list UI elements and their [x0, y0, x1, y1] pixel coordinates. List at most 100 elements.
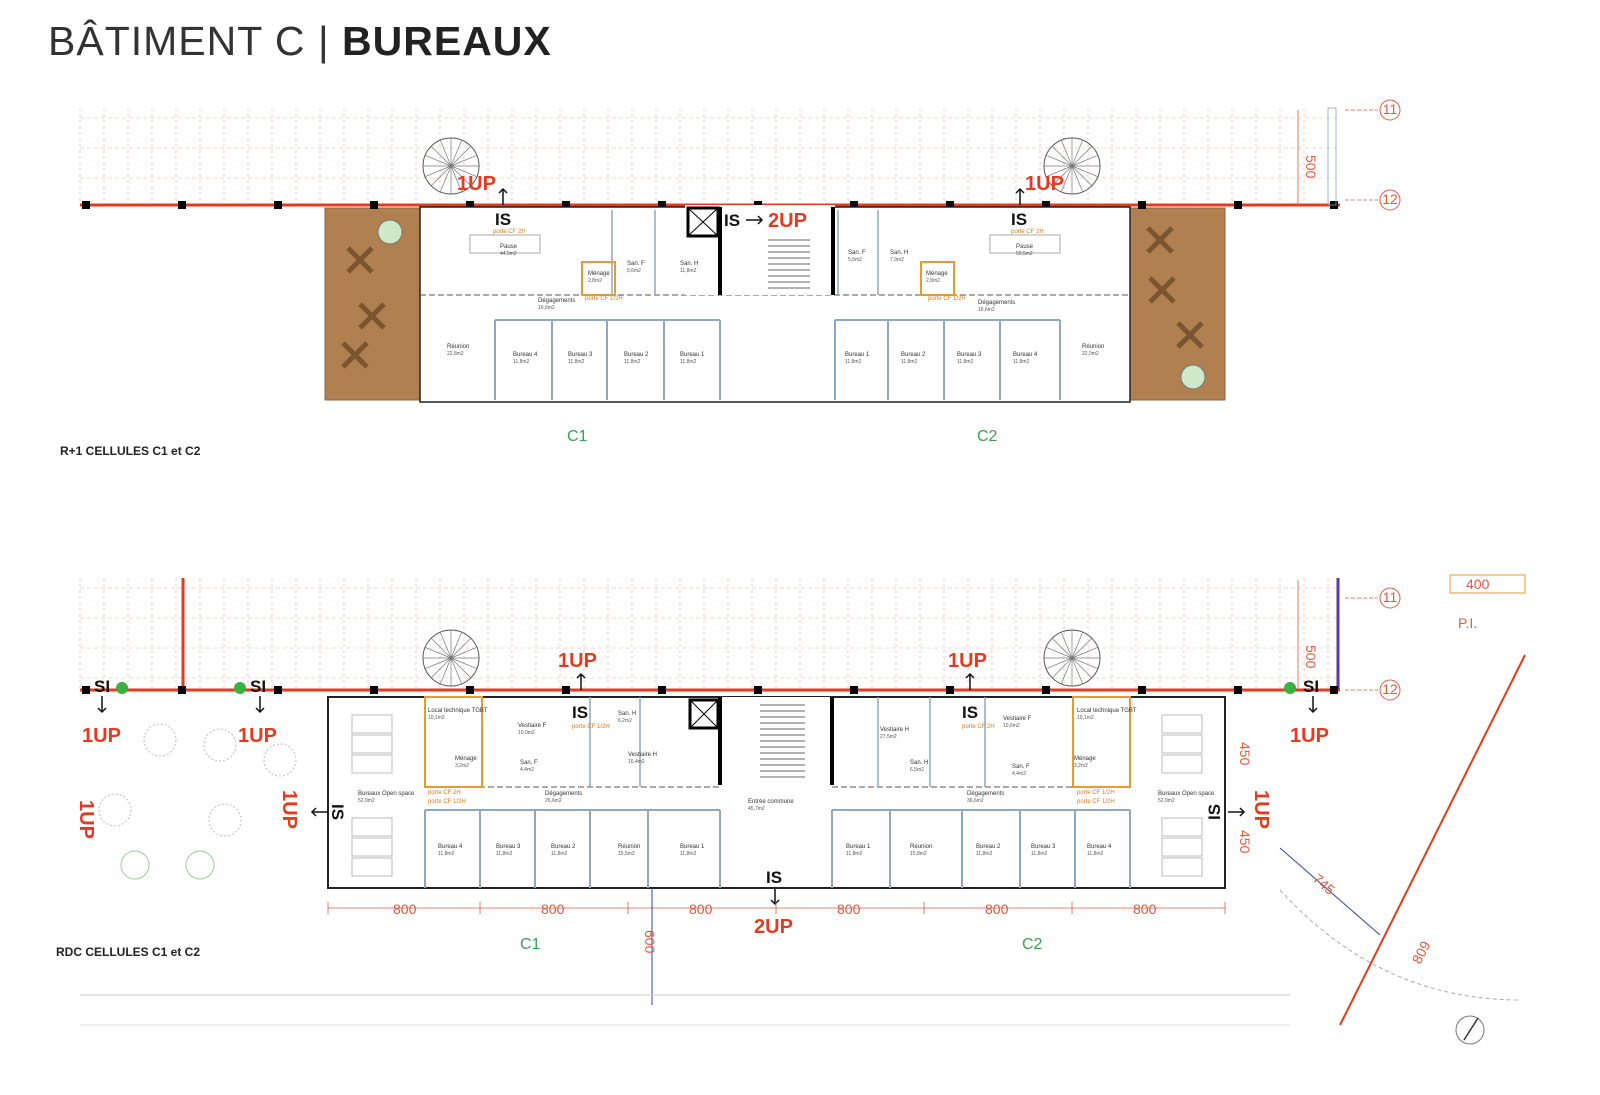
- marker-1up: 1UP: [1025, 173, 1064, 195]
- span-dimension: 800: [1133, 901, 1157, 917]
- room-label-area: 5,6m2: [627, 268, 641, 274]
- stair-tread: [1051, 165, 1073, 187]
- room-label-area: 16,4m2: [628, 759, 645, 765]
- stair-tread: [1045, 657, 1073, 670]
- blue-dimension-line: [1279, 847, 1381, 936]
- marker-1up: 1UP: [1290, 725, 1329, 747]
- room-label-name: Vestiaire H: [880, 727, 909, 733]
- planter-icon: [377, 219, 403, 245]
- column: [1330, 686, 1338, 694]
- terrace-furniture: [1176, 321, 1204, 349]
- room-label: Bureau 411,8m2: [438, 844, 463, 857]
- room-label-name: San. F: [520, 760, 538, 766]
- stair-tread: [1071, 165, 1084, 193]
- room-label-name: Vestiaire H: [628, 752, 657, 758]
- column: [946, 201, 954, 209]
- desk-icon: [1161, 734, 1203, 754]
- tree-icon: [98, 793, 132, 827]
- marker-1up: 1UP: [82, 725, 121, 747]
- room-label-area: 6,5m2: [910, 767, 924, 773]
- exit-arrow-head: [255, 707, 265, 714]
- stair-tread: [1060, 165, 1073, 193]
- room-label-name: Bureaux Open space: [1158, 791, 1215, 797]
- marker-1up: 1UP: [278, 790, 300, 829]
- stair-tread: [424, 165, 452, 178]
- room-label-name: Bureau 4: [513, 352, 538, 358]
- room-label-area: 3,2m2: [1074, 763, 1088, 769]
- stair-tread: [450, 657, 472, 679]
- side-dimension: 450: [1237, 742, 1253, 766]
- door-label: porte CF 2H: [493, 229, 526, 235]
- stair-tread: [439, 631, 452, 659]
- room-label-name: Ménage: [1074, 756, 1096, 762]
- core: [720, 697, 832, 787]
- marker-1up: 1UP: [948, 650, 987, 672]
- stair-tread: [1071, 631, 1084, 659]
- marker-1up: 1UP: [558, 650, 597, 672]
- exit-arrow-head: [97, 707, 107, 714]
- room-label-name: Bureau 4: [1087, 844, 1112, 850]
- cleaning-room-outline: [581, 261, 616, 296]
- room-label: Bureau 211,8m2: [976, 844, 1001, 857]
- room-label-name: Dégagements: [978, 300, 1015, 306]
- stair-tread: [1071, 646, 1099, 659]
- desk-icon: [1161, 857, 1203, 877]
- desk-icon: [1161, 837, 1203, 857]
- stair-tread: [439, 139, 452, 167]
- door-label: porte CF 1/2H: [585, 296, 623, 302]
- title-separator: |: [317, 18, 330, 64]
- column: [850, 201, 858, 209]
- stair-tread: [1051, 637, 1073, 659]
- room-label-area: 11,8m2: [680, 359, 697, 365]
- room-label-area: 2,8m2: [588, 278, 602, 284]
- column: [754, 686, 762, 694]
- room-label-name: Ménage: [588, 271, 610, 277]
- desk-icon: [351, 817, 393, 837]
- room-label-name: Dégagements: [545, 791, 582, 797]
- column: [274, 686, 282, 694]
- terrace-furniture: [346, 246, 374, 274]
- room-label-area: 10,0m2: [518, 730, 535, 736]
- room-label: San. H6,5m2: [910, 760, 928, 773]
- pi-box: [1449, 574, 1526, 594]
- room-label-name: San. H: [618, 711, 636, 717]
- room-label: Bureau 311,8m2: [496, 844, 521, 857]
- exit-arrow-head: [965, 672, 975, 679]
- dimension-500: 500: [1303, 155, 1319, 179]
- marker-1up: 1UP: [238, 725, 277, 747]
- room-label-name: Bureau 2: [624, 352, 649, 358]
- room-label-area: 52,0m2: [358, 798, 375, 804]
- room-label: San. F4,4m2: [520, 760, 538, 773]
- column: [82, 201, 90, 209]
- room-label-name: Local technique TGBT: [1077, 708, 1137, 714]
- terrace-furniture: [1146, 226, 1174, 254]
- spiral-stair-right: [1043, 137, 1101, 195]
- edge-strip: [1327, 107, 1337, 206]
- room-label-area: 6,2m2: [618, 718, 632, 724]
- room-label-name: Réunion: [447, 344, 469, 350]
- fire-hydrant-icon: [234, 682, 246, 694]
- room-label-area: 22,8m2: [447, 351, 464, 357]
- spiral-stair-left: [422, 629, 480, 687]
- tree-icon: [208, 803, 242, 837]
- room-label-area: 10,6m2: [1003, 723, 1020, 729]
- room-label: Bureau 111,8m2: [680, 844, 705, 857]
- span-dimension: 800: [689, 901, 713, 917]
- desk-icon: [351, 734, 393, 754]
- room-label: Bureau 311,8m2: [568, 352, 593, 365]
- column: [946, 686, 954, 694]
- marker-si: SI: [250, 677, 266, 696]
- stair-tread: [450, 646, 478, 659]
- axis-11-circle: [1379, 99, 1401, 121]
- room-label: Vestiaire F10,6m2: [1003, 716, 1032, 729]
- stair-tread: [424, 154, 452, 167]
- door-label: porte CF 2H: [962, 724, 995, 730]
